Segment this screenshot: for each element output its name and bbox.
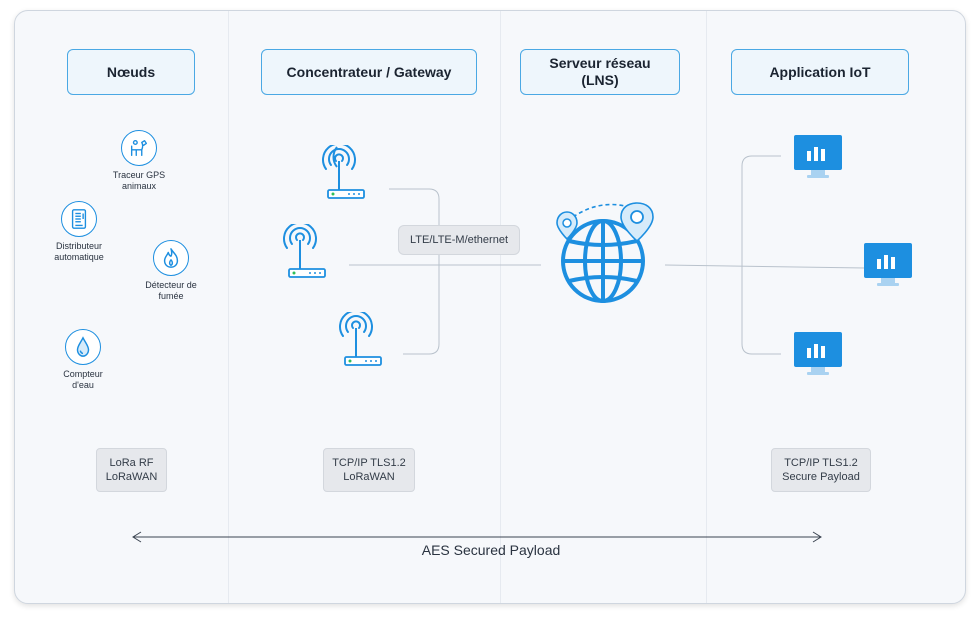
node-label: Traceur GPS animaux bbox=[112, 170, 166, 191]
globe-icon bbox=[556, 202, 654, 303]
monitor-chart-icon bbox=[794, 135, 842, 178]
column-divider bbox=[706, 11, 707, 603]
node-smoke-detector: Détecteur de fumée bbox=[121, 240, 221, 302]
link-label: LTE/LTE-M/ethernet bbox=[398, 225, 520, 255]
monitor-chart-icon bbox=[794, 332, 842, 375]
flame-icon bbox=[153, 240, 189, 276]
node-label: Détecteur de fumée bbox=[145, 280, 197, 301]
location-pin-icon bbox=[556, 211, 578, 241]
node-label: Distributeur automatique bbox=[54, 241, 104, 262]
node-gps-tracker: Traceur GPS animaux bbox=[89, 130, 189, 192]
diagram-card: Nœuds Concentrateur / Gateway Serveur ré… bbox=[14, 10, 966, 604]
protocol-app: TCP/IP TLS1.2 Secure Payload bbox=[771, 448, 871, 492]
location-pin-icon bbox=[620, 202, 654, 243]
antenna-router-icon bbox=[322, 145, 365, 199]
lns-to-app-line bbox=[664, 264, 866, 269]
monitor-chart-icon bbox=[864, 243, 912, 286]
column-divider bbox=[500, 11, 501, 603]
node-label: Compteur d'eau bbox=[63, 369, 103, 390]
app-bracket-line bbox=[741, 155, 781, 355]
aes-arrow bbox=[132, 531, 822, 543]
protocol-gateway: TCP/IP TLS1.2 LoRaWAN bbox=[323, 448, 415, 492]
protocol-nodes: LoRa RF LoRaWAN bbox=[96, 448, 167, 492]
header-gateway: Concentrateur / Gateway bbox=[261, 49, 477, 95]
gateway-bracket-line bbox=[389, 188, 440, 355]
column-divider bbox=[228, 11, 229, 603]
header-nodes: Nœuds bbox=[67, 49, 195, 95]
node-water-meter: Compteur d'eau bbox=[33, 329, 133, 391]
connection-lines bbox=[132, 155, 866, 543]
aes-label: AES Secured Payload bbox=[421, 542, 561, 558]
node-distributor: Distributeur automatique bbox=[29, 201, 129, 263]
water-drop-icon bbox=[65, 329, 101, 365]
header-app: Application IoT bbox=[731, 49, 909, 95]
antenna-router-icon bbox=[283, 224, 326, 278]
vending-machine-icon bbox=[61, 201, 97, 237]
antenna-router-icon bbox=[339, 312, 382, 366]
dog-icon bbox=[121, 130, 157, 166]
header-lns: Serveur réseau (LNS) bbox=[520, 49, 680, 95]
